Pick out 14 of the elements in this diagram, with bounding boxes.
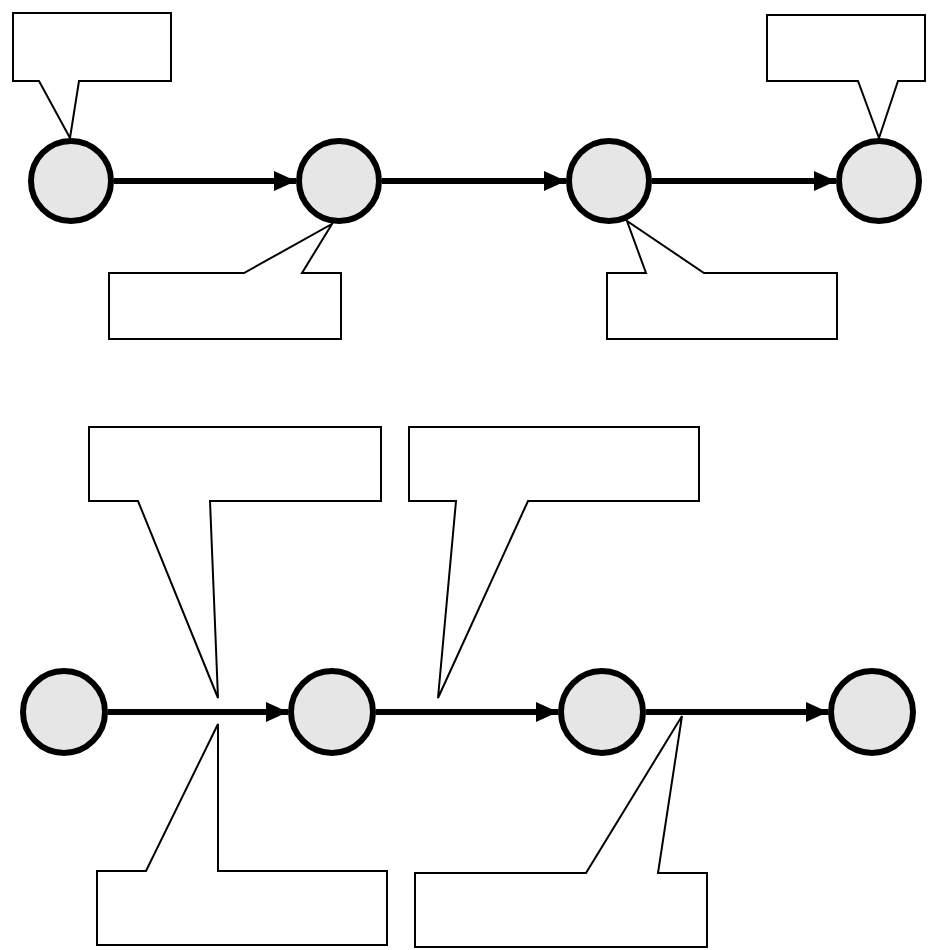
arrow (114, 171, 296, 191)
arrow (382, 171, 566, 191)
arrow (646, 702, 828, 722)
speech-bubble (108, 222, 342, 340)
speech-bubble (96, 722, 388, 946)
speech-bubble (606, 220, 838, 340)
speech-bubble (414, 714, 708, 948)
speech-bubble (88, 426, 382, 700)
speech-bubble (766, 14, 926, 140)
speech-bubble (408, 426, 700, 700)
speech-bubble (12, 12, 172, 140)
arrow (652, 171, 836, 191)
arrow (108, 702, 288, 722)
arrow (376, 702, 558, 722)
